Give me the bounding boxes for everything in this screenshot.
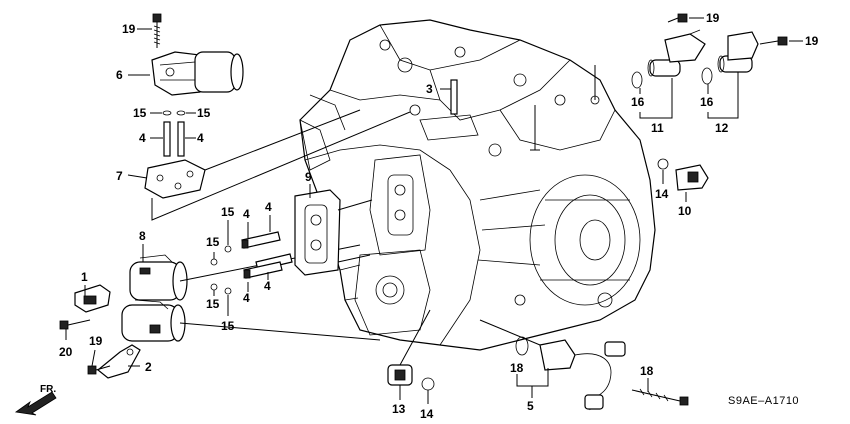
callout-4c: 4 [243,207,250,221]
temperature-sensor-11 [387,364,413,386]
callout-4e: 4 [243,291,250,305]
o-rings-and-pipes-4 [162,110,186,157]
callout-13: 12 [715,121,729,135]
bolt-20 [631,388,689,406]
bracket-1 [74,284,111,313]
callout-2: 2 [145,360,152,374]
shift-solenoid-assembly-7 [121,254,188,342]
callout-18b: 19 [805,34,819,48]
callout-19-left: 20 [59,345,73,359]
callout-7: 8 [139,229,146,243]
washer-14-bottom [421,377,435,391]
callout-17: 18 [510,361,524,375]
sensor-assembly-13 [717,31,759,73]
bracket-2 [97,344,141,379]
callout-14a: 14 [655,187,669,201]
callout-19-bottom: 19 [89,334,103,348]
callout-14b: 14 [420,407,434,421]
leader-6 [127,174,148,179]
callout-8: 9 [305,170,312,184]
callout-4a: 4 [139,131,146,145]
callout-labels: 19 6 15 15 4 4 7 8 1 20 19 2 15 4 4 15 1… [40,11,819,421]
flange-bolt-19-left [59,319,91,330]
callout-18a: 19 [706,11,720,25]
callout-4f: 4 [264,279,271,293]
sensor-harness-9 [539,339,626,411]
o-ring-16-right [701,67,713,85]
assembly-line-d [337,199,373,263]
callout-9: 5 [527,399,534,413]
callout-15a: 15 [133,106,147,120]
callout-15d: 15 [206,235,220,249]
assembly-line-b [204,109,361,171]
callout-3: 3 [426,82,433,96]
flange-bolt-19-top [152,13,162,48]
bolt-18-right [759,36,788,46]
middle-pipes-4 [241,231,293,279]
callout-5: 6 [116,68,123,82]
washer-14-right [657,158,669,170]
callout-19-top: 19 [122,22,136,36]
callout-12: 11 [651,121,664,135]
callout-15b: 15 [197,106,211,120]
speed-sensor-10 [675,164,709,191]
callout-15c: 15 [221,205,235,219]
o-ring-16-left [631,71,643,89]
direction-label: FR. [40,384,56,395]
plug-3 [450,79,458,115]
callout-11: 13 [392,402,406,416]
front-direction-arrow [14,391,57,416]
leader-12 [639,78,673,119]
callout-15f: 15 [221,319,235,333]
callout-16b: 16 [700,95,714,109]
leader-13 [707,72,739,119]
callout-6: 7 [116,169,123,183]
leader-19-bottom [91,349,96,367]
callout-16a: 16 [631,95,645,109]
callout-10: 10 [678,204,692,218]
diagram-code: S9AE–A1710 [728,395,799,407]
transmission-housing [299,19,656,351]
callout-4d: 4 [265,200,272,214]
callout-1: 1 [81,270,88,284]
callout-20: 18 [640,364,654,378]
callout-15e: 15 [206,297,220,311]
bolt-18-left [667,13,688,23]
callout-4b: 4 [197,131,204,145]
gasket-plate-6 [144,159,206,199]
sensor-assembly-12 [647,29,706,77]
shift-solenoid-assembly-5 [151,51,244,96]
assembly-line-e [399,309,541,366]
separator-plate-8 [294,189,341,276]
assembly-line-a [151,111,411,221]
